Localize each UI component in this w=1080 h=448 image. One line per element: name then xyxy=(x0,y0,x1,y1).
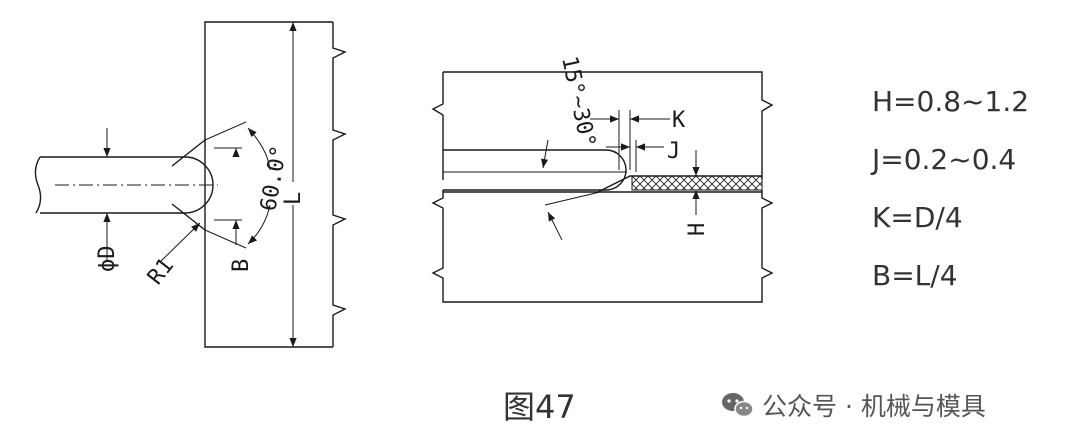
watermark: 公众号 · 机械与模具 xyxy=(722,392,986,421)
runner-rod-break xyxy=(34,156,42,214)
angle-ext-line xyxy=(544,191,601,206)
dim-angle-15-30: 15°~30° xyxy=(556,54,600,150)
formula-k: K=D/4 xyxy=(872,201,963,234)
wechat-icon xyxy=(722,393,754,418)
top-plate xyxy=(443,71,774,180)
left-break-line xyxy=(332,22,347,347)
middle-view: 15°~30° K J H xyxy=(431,54,774,303)
gate-land-hatch xyxy=(631,175,763,191)
dim-k: K xyxy=(672,108,686,133)
dim-j: J xyxy=(667,139,680,164)
dim-l: L xyxy=(281,192,306,205)
figure-caption: 图47 xyxy=(503,388,576,426)
top-plate-left-break xyxy=(431,72,444,180)
dim-h: H xyxy=(685,223,710,236)
angle-arc-top xyxy=(247,127,271,171)
bottom-plate xyxy=(431,190,774,303)
dim-r1-leader xyxy=(159,222,201,263)
dim-b: B xyxy=(229,259,254,272)
dim-phi-d: ϕD xyxy=(95,246,120,273)
runner-channel xyxy=(443,149,627,191)
angle-arc-bottom xyxy=(247,204,271,245)
angle-ext-top xyxy=(204,121,247,141)
formula-j: J=0.2~0.4 xyxy=(870,143,1016,176)
angle-arrow-top xyxy=(541,139,549,169)
left-view: ϕD R1 B 60.0° L xyxy=(34,21,347,348)
watermark-text: 公众号 · 机械与模具 xyxy=(762,392,986,421)
formula-h: H=0.8~1.2 xyxy=(872,85,1029,118)
formula-b: B=L/4 xyxy=(872,259,958,292)
dim-r1: R1 xyxy=(143,253,179,289)
angle-ext-bottom xyxy=(204,229,247,249)
angle-arrow-bottom xyxy=(547,211,563,241)
formula-list: H=0.8~1.2 J=0.2~0.4 K=D/4 B=L/4 xyxy=(870,85,1029,292)
